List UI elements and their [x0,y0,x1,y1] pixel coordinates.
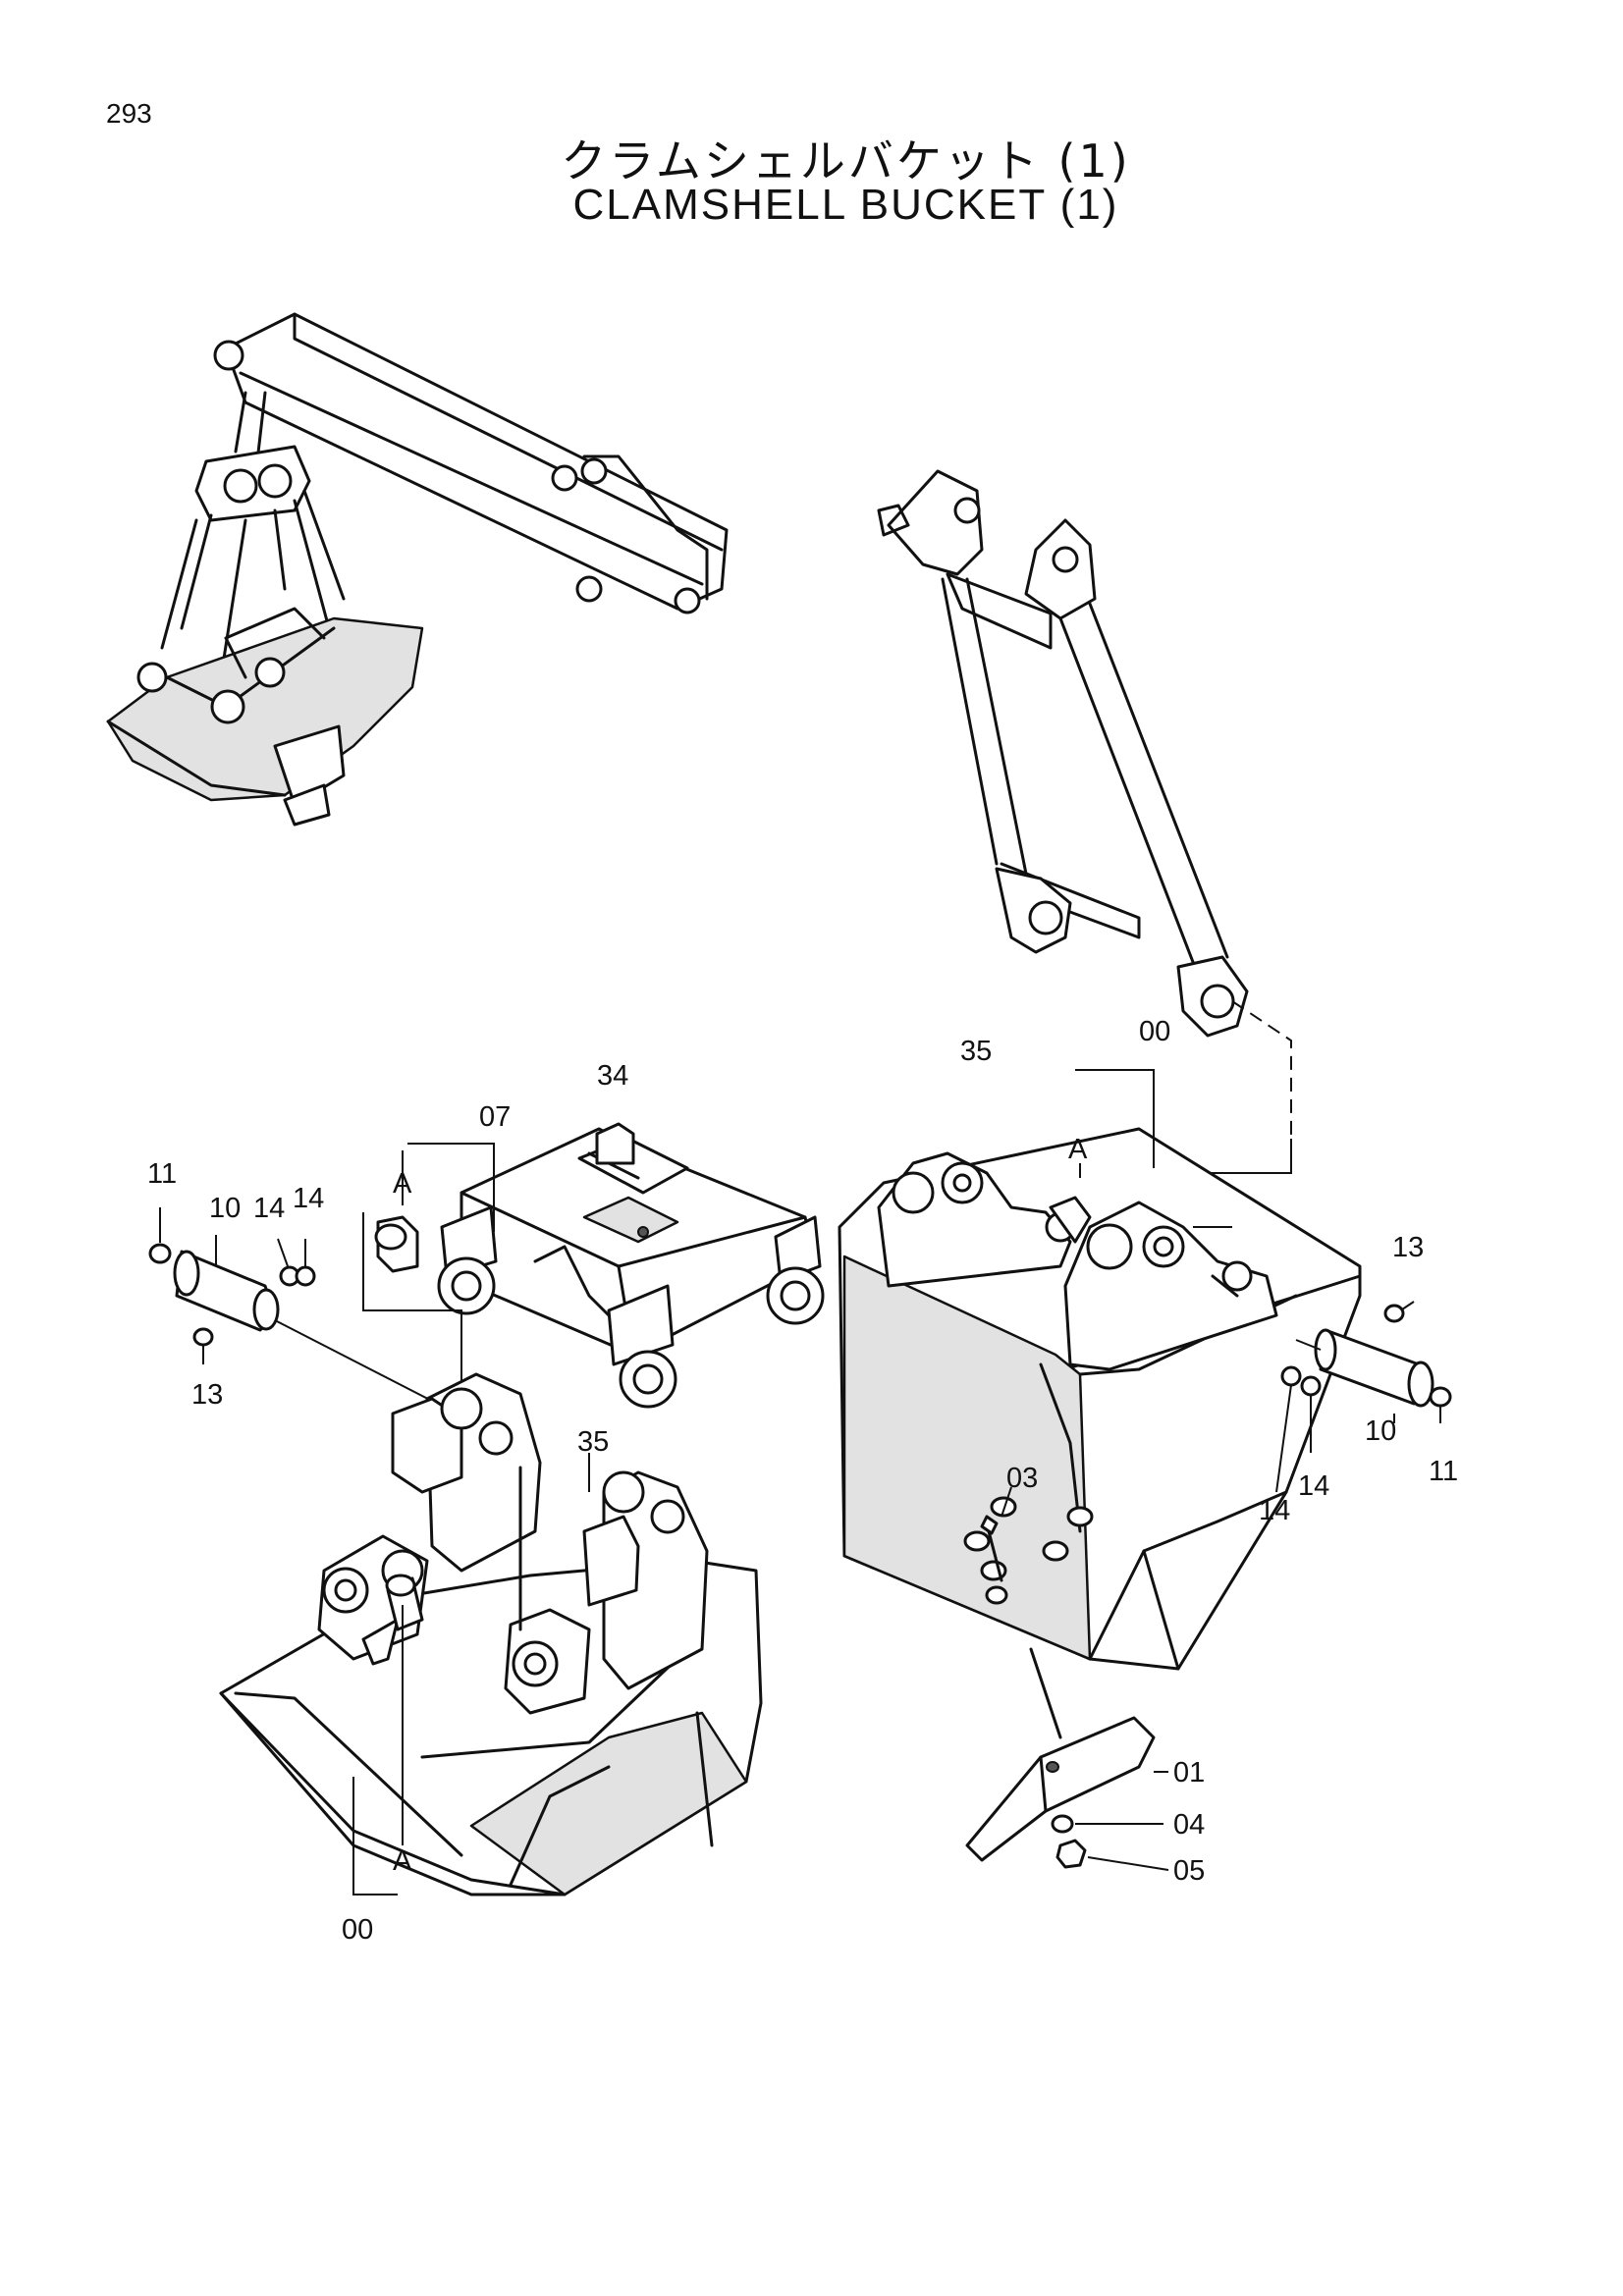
label-left-00: 00 [342,1914,373,1946]
label-right-04: 04 [1173,1809,1205,1841]
a-frame-link-illustration [877,469,1292,1174]
overview-clamshell-assembly-illustration [106,312,729,827]
label-yoke-34: 34 [597,1060,628,1092]
label-right-a: A [1068,1134,1088,1165]
part-labels: 11 10 14 14 13 07 A 34 35 A 00 35 00 A 1… [147,1016,1458,1946]
label-right-00: 00 [1139,1016,1170,1047]
bucket-tooth-illustration [965,1647,1169,1871]
yoke-assembly-illustration [362,1122,825,1409]
title-japanese: クラムシェルバケット (1) [561,134,1131,187]
label-right-11: 11 [1429,1456,1458,1487]
label-right-01: 01 [1173,1757,1205,1789]
label-left-11: 11 [147,1158,177,1190]
left-bucket-half-illustration [219,1372,763,1896]
right-bucket-half-illustration [838,1069,1362,1671]
title-english: CLAMSHELL BUCKET (1) [572,181,1119,229]
label-right-14b: 14 [1298,1470,1329,1502]
label-left-07: 07 [479,1101,511,1133]
label-right-03: 03 [1006,1463,1038,1494]
page-number: 293 [106,98,152,129]
label-right-05: 05 [1173,1855,1205,1887]
label-right-14a: 14 [1259,1495,1290,1526]
label-right-35: 35 [960,1036,992,1067]
label-left-14a: 14 [253,1193,285,1224]
left-pin-hardware-illustration [148,1207,458,1415]
label-left-a-bottom: A [393,1845,412,1877]
label-left-14b: 14 [293,1183,324,1214]
right-pin-hardware-illustration [1275,1301,1452,1493]
label-left-10: 10 [209,1193,241,1224]
label-left-a-top: A [393,1168,412,1200]
label-right-13: 13 [1392,1232,1424,1263]
label-right-10: 10 [1365,1415,1396,1447]
label-left-35: 35 [577,1426,609,1458]
label-left-13: 13 [191,1379,223,1411]
